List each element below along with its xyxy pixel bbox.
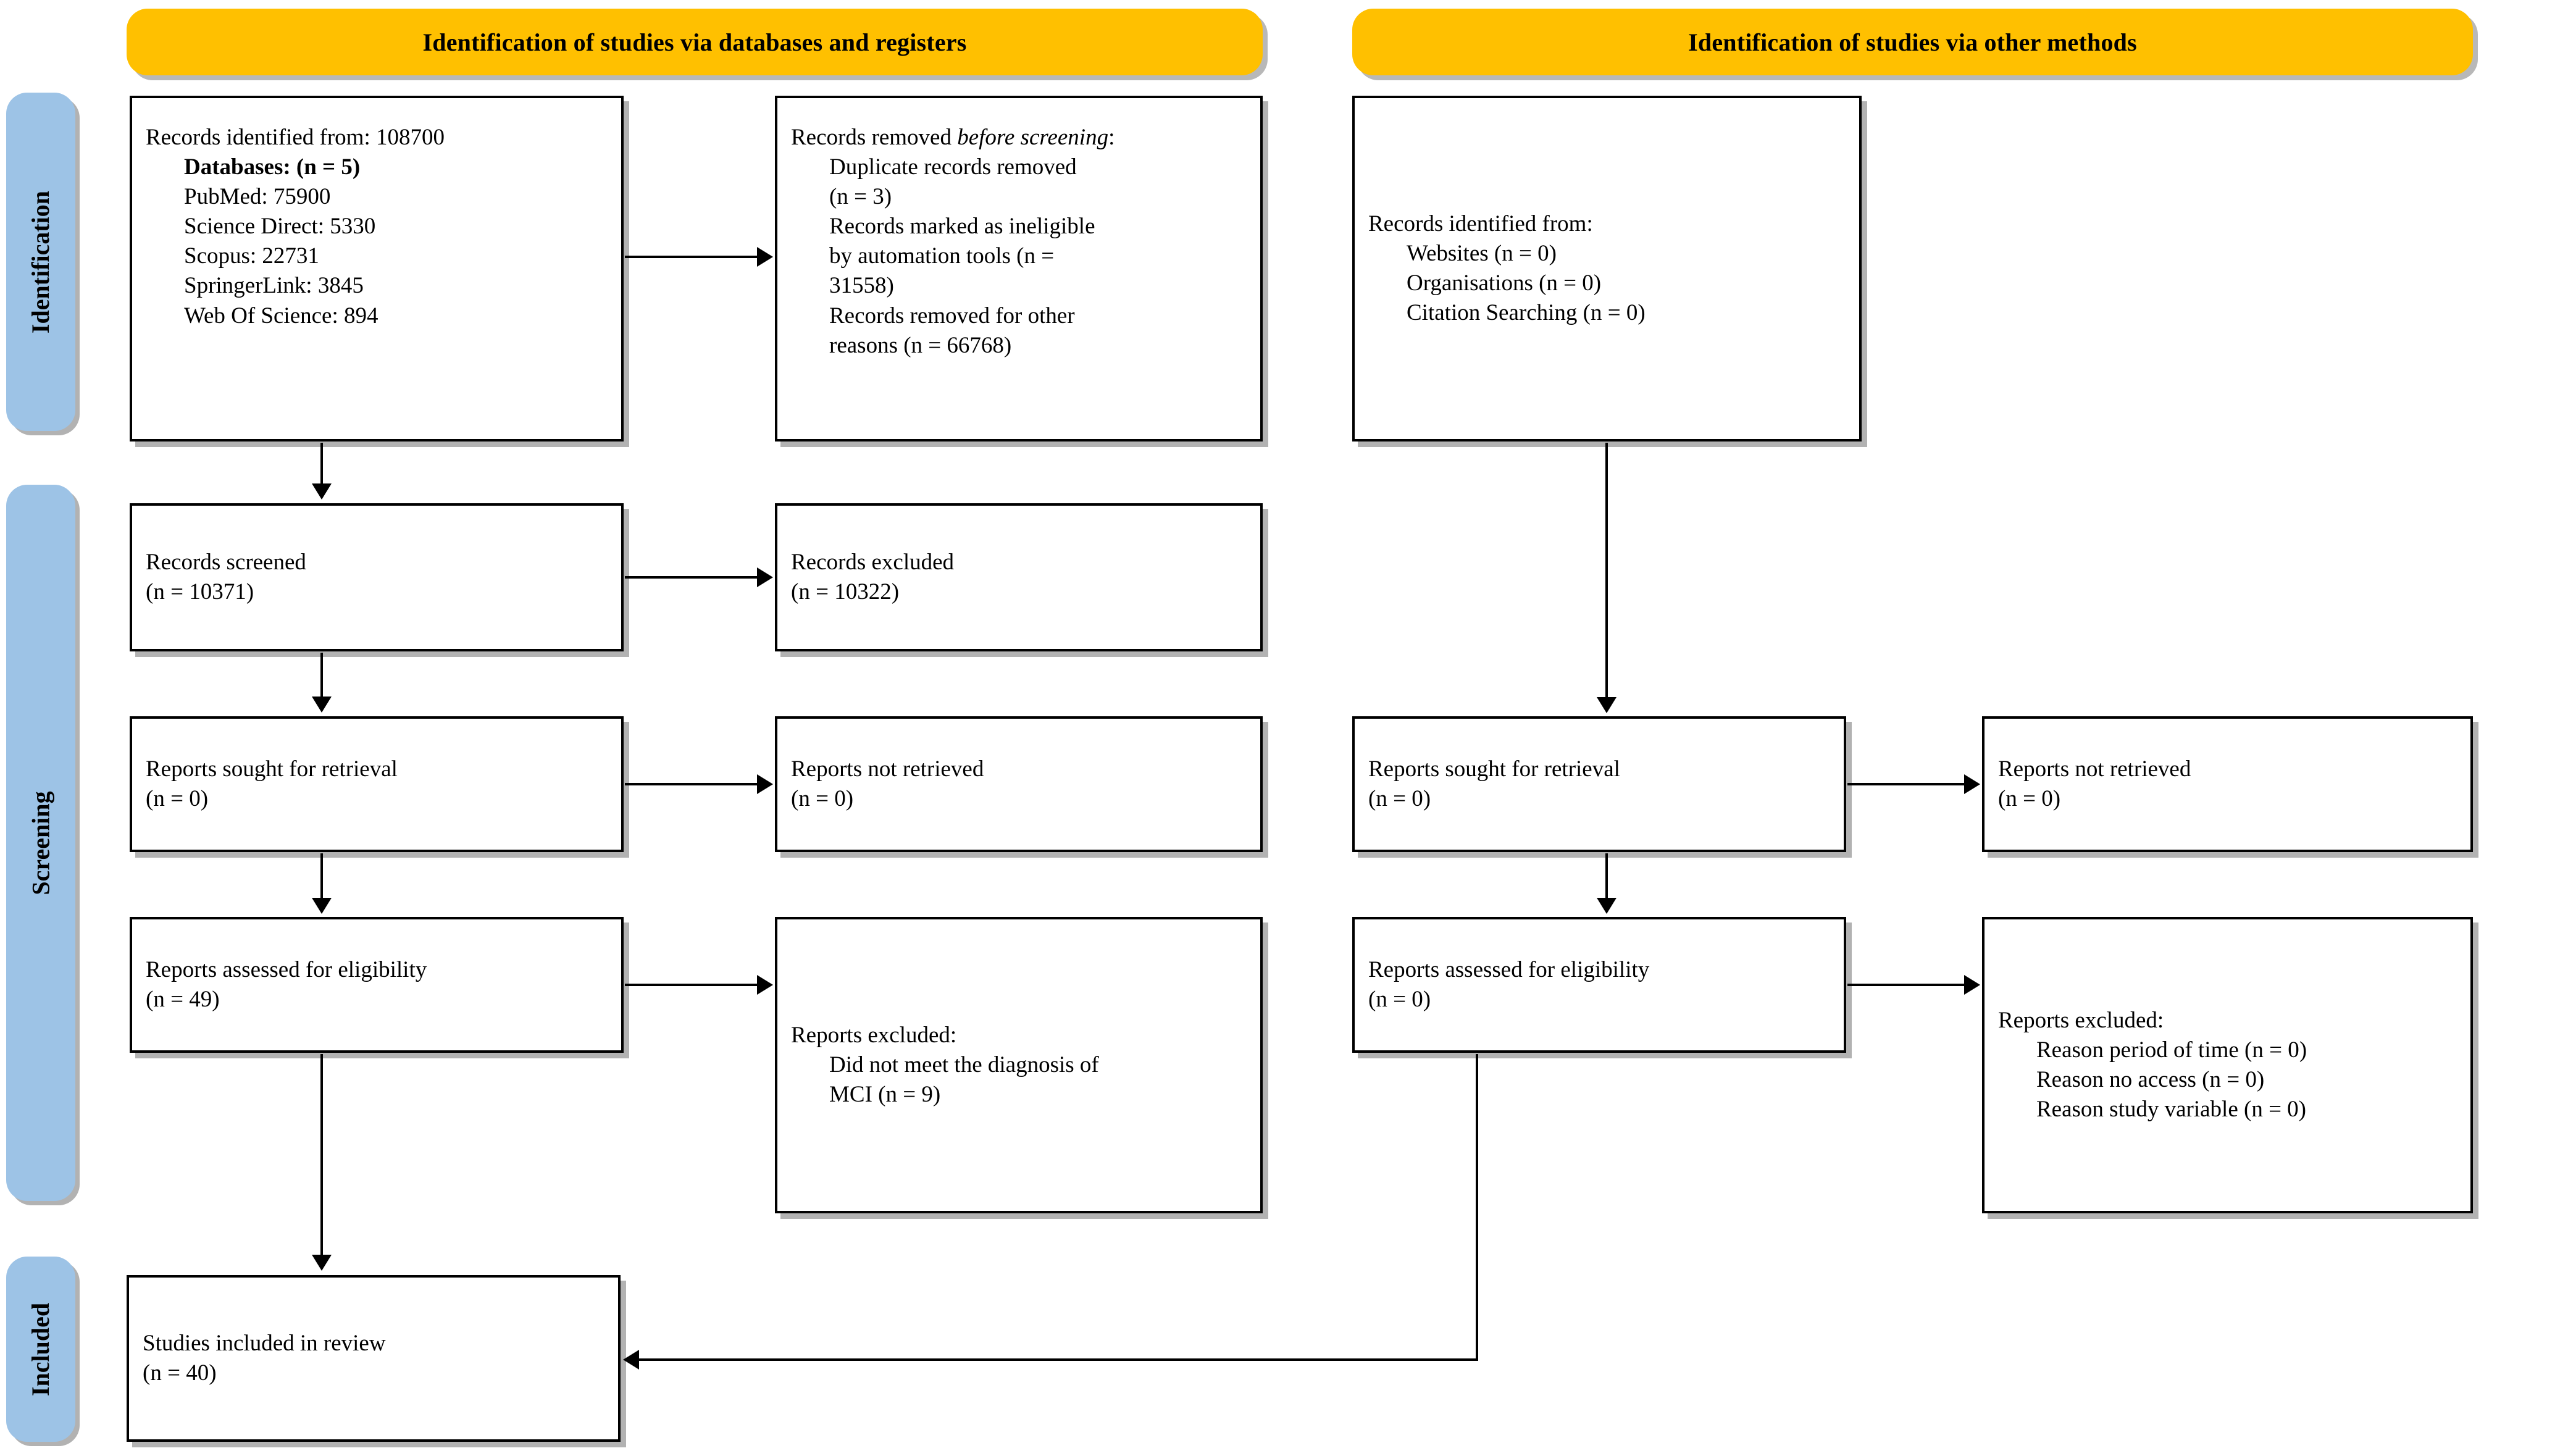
reports-assessed-right-title: Reports assessed for eligibility (1368, 956, 1650, 982)
connector-assessed-to-excluded-left (625, 984, 757, 986)
arrow-screened-to-sought (312, 697, 332, 713)
box-reports-not-retrieved-right: Reports not retrieved (n = 0) (1982, 716, 2473, 852)
records-identified-other-item-2: Citation Searching (n = 0) (1407, 300, 1646, 326)
connector-assessed-to-excluded-right (1847, 984, 1964, 986)
reports-not-retrieved-right-count: (n = 0) (1998, 786, 2061, 811)
box-reports-not-retrieved-left: Reports not retrieved (n = 0) (775, 716, 1263, 852)
reports-sought-left-title: Reports sought for retrieval (146, 756, 398, 782)
banner-other-methods-label: Identification of studies via other meth… (1688, 28, 2137, 56)
reports-excluded-right-item-1: Reason no access (n = 0) (2036, 1067, 2265, 1092)
records-excluded-title: Records excluded (791, 549, 955, 575)
connector-sought-to-not-retrieved-left (625, 783, 757, 785)
stage-tab-identification-label: Identification (27, 190, 55, 333)
studies-included-count: (n = 40) (143, 1360, 217, 1386)
box-records-identified-other: Records identified from: Websites (n = 0… (1352, 96, 1862, 441)
connector-identified-other-to-sought (1605, 443, 1608, 697)
reports-sought-right-title: Reports sought for retrieval (1368, 756, 1620, 782)
connector-right-assessed-down (1476, 1054, 1478, 1361)
banner-databases-registers: Identification of studies via databases … (127, 9, 1263, 75)
records-removed-title-prefix: Records removed (791, 125, 958, 150)
box-records-removed-before-screening: Records removed before screening: Duplic… (775, 96, 1263, 441)
records-identified-other-item-1: Organisations (n = 0) (1407, 270, 1602, 296)
records-removed-item-5: Records removed for other (829, 303, 1075, 328)
connector-sought-to-assessed-left (320, 853, 323, 898)
arrow-assessed-to-excluded-left (757, 975, 773, 995)
stage-tab-screening: Screening (6, 485, 75, 1201)
records-removed-title: Records removed before screening: (791, 123, 1247, 153)
banner-other-methods: Identification of studies via other meth… (1352, 9, 2473, 75)
reports-not-retrieved-left-title: Reports not retrieved (791, 756, 984, 782)
records-identified-db-item-4: SpringerLink: 3845 (184, 273, 364, 299)
records-removed-item-3: by automation tools (n = (829, 243, 1055, 269)
box-reports-excluded-right: Reports excluded: Reason period of time … (1982, 917, 2473, 1213)
records-identified-db-title: Records identified from: 108700 (146, 125, 445, 150)
arrow-sought-to-assessed-left (312, 898, 332, 914)
reports-excluded-right-title: Reports excluded: (1998, 1007, 2164, 1033)
banner-databases-registers-label: Identification of studies via databases … (422, 28, 967, 56)
records-identified-db-item-2: Science Direct: 5330 (184, 214, 376, 240)
box-reports-sought-left: Reports sought for retrieval (n = 0) (130, 716, 624, 852)
box-records-identified-databases: Records identified from: 108700 Database… (130, 96, 624, 441)
records-removed-title-suffix: : (1108, 125, 1115, 150)
records-identified-db-item-0: Databases: (n = 5) (184, 154, 361, 180)
connector-right-elbow-to-studies (639, 1358, 1477, 1361)
arrow-right-elbow-to-studies (623, 1350, 639, 1370)
box-records-screened: Records screened (n = 10371) (130, 503, 624, 651)
records-identified-other-title: Records identified from: (1368, 211, 1593, 236)
records-removed-item-1: (n = 3) (829, 184, 892, 210)
reports-sought-left-count: (n = 0) (146, 786, 209, 811)
arrow-assessed-to-excluded-right (1964, 975, 1980, 995)
arrow-assessed-to-studies-included (312, 1255, 332, 1271)
records-identified-db-item-3: Scopus: 22731 (184, 243, 319, 269)
records-screened-count: (n = 10371) (146, 579, 254, 605)
stage-tab-identification: Identification (6, 93, 75, 431)
arrow-screened-to-excluded (757, 567, 773, 587)
box-studies-included: Studies included in review (n = 40) (127, 1275, 621, 1442)
connector-sought-to-not-retrieved-right (1847, 783, 1964, 785)
records-removed-title-italic: before screening (957, 125, 1109, 150)
box-reports-assessed-right: Reports assessed for eligibility (n = 0) (1352, 917, 1846, 1053)
records-removed-item-6: reasons (n = 66768) (829, 332, 1012, 358)
connector-assessed-to-studies-included (320, 1054, 323, 1255)
reports-excluded-right-item-2: Reason study variable (n = 0) (2036, 1097, 2307, 1123)
box-reports-excluded-left: Reports excluded: Did not meet the diagn… (775, 917, 1263, 1213)
connector-screened-to-excluded (625, 576, 757, 579)
reports-assessed-right-count: (n = 0) (1368, 987, 1431, 1012)
connector-sought-to-assessed-right (1605, 853, 1608, 898)
box-reports-sought-right: Reports sought for retrieval (n = 0) (1352, 716, 1846, 852)
reports-assessed-left-count: (n = 49) (146, 987, 220, 1012)
box-records-excluded: Records excluded (n = 10322) (775, 503, 1263, 651)
records-removed-item-2: Records marked as ineligible (829, 214, 1095, 240)
arrow-identified-other-to-sought (1597, 697, 1617, 713)
reports-sought-right-count: (n = 0) (1368, 786, 1431, 811)
records-identified-other-item-0: Websites (n = 0) (1407, 240, 1557, 266)
reports-excluded-left-item-1: MCI (n = 9) (829, 1082, 941, 1108)
connector-identified-to-screened (320, 443, 323, 483)
stage-tab-included-label: Included (27, 1302, 55, 1396)
reports-assessed-left-title: Reports assessed for eligibility (146, 956, 427, 982)
reports-excluded-left-title: Reports excluded: (791, 1022, 957, 1048)
arrow-sought-to-not-retrieved-left (757, 774, 773, 794)
arrow-sought-to-assessed-right (1597, 898, 1617, 914)
stage-tab-screening-label: Screening (27, 790, 55, 895)
studies-included-title: Studies included in review (143, 1330, 386, 1356)
records-removed-item-4: 31558) (829, 273, 894, 299)
reports-excluded-left-item-0: Did not meet the diagnosis of (829, 1052, 1099, 1077)
records-excluded-count: (n = 10322) (791, 579, 900, 605)
reports-excluded-right-item-0: Reason period of time (n = 0) (2036, 1037, 2307, 1063)
arrow-sought-to-not-retrieved-right (1964, 774, 1980, 794)
records-identified-db-item-5: Web Of Science: 894 (184, 303, 379, 328)
reports-not-retrieved-left-count: (n = 0) (791, 786, 854, 811)
stage-tab-included: Included (6, 1257, 75, 1442)
connector-identified-to-removed (625, 256, 757, 258)
arrow-identified-to-removed (757, 247, 773, 267)
reports-not-retrieved-right-title: Reports not retrieved (1998, 756, 2191, 782)
connector-screened-to-sought (320, 653, 323, 697)
box-reports-assessed-left: Reports assessed for eligibility (n = 49… (130, 917, 624, 1053)
records-removed-item-0: Duplicate records removed (829, 154, 1077, 180)
records-screened-title: Records screened (146, 549, 306, 575)
arrow-identified-to-screened (312, 483, 332, 500)
records-identified-db-item-1: PubMed: 75900 (184, 184, 331, 210)
